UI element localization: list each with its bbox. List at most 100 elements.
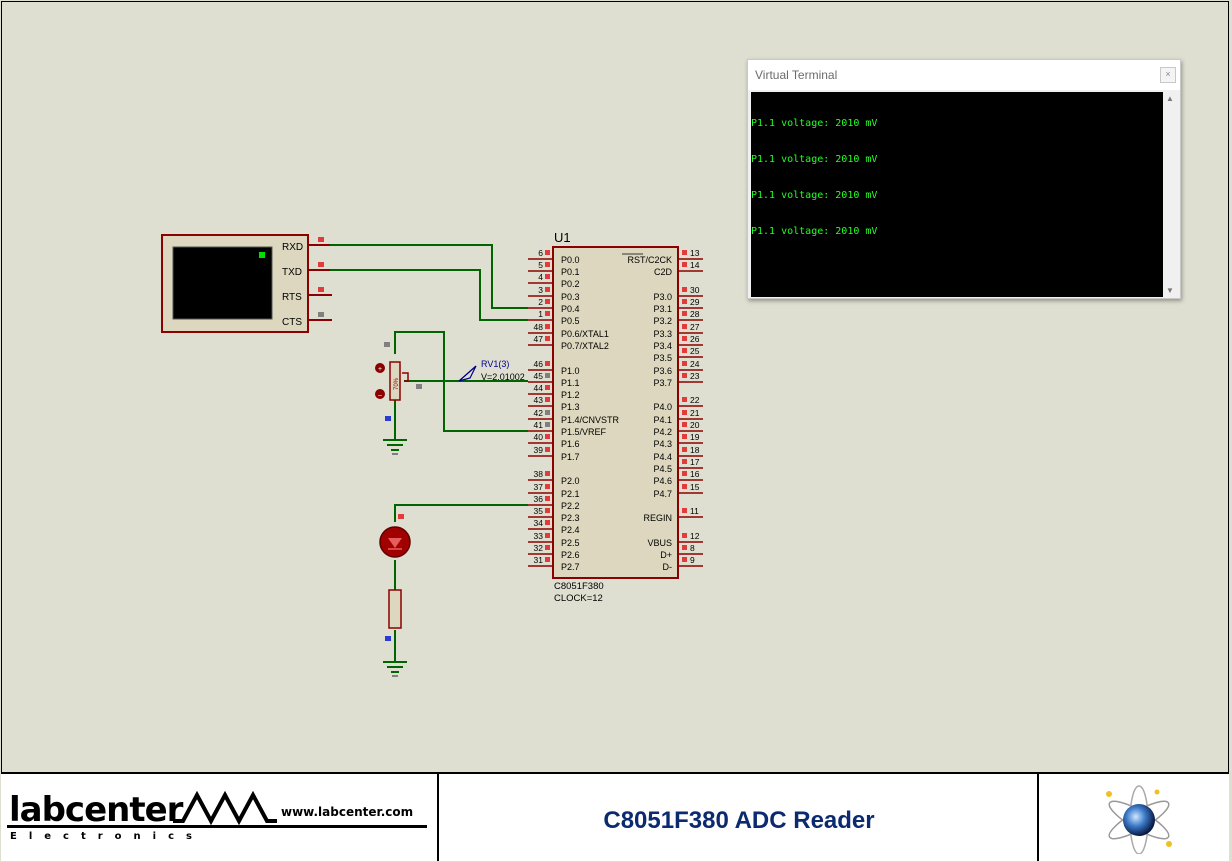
scroll-down-icon[interactable]: ▼ [1166,286,1174,295]
pin-number: 26 [690,334,700,344]
pin-number: 38 [534,469,544,479]
chip-pin-p0-5[interactable]: 1P0.5 [528,309,580,326]
chip-pin-p0-1[interactable]: 5P0.1 [528,260,580,277]
ground-dots [392,453,398,677]
pot-ref: RV1(3) [481,359,509,369]
led-d1[interactable] [379,514,411,558]
schematic-drawing[interactable]: RXD TXD RTS CTS U1 C8051F380 CLOCK=12 6P… [0,0,1232,772]
title-block: labcenter www.labcenter.com Electronics … [1,772,1229,861]
pin-label: REGIN [643,513,672,523]
pot-percent: 70% [394,377,400,390]
chip-pin-p0-2[interactable]: 4P0.2 [528,272,580,289]
virtual-terminal-device[interactable]: RXD TXD RTS CTS [161,234,332,333]
potentiometer-rv1[interactable]: 70% + – RV1(3) V=2.01002 [375,342,525,421]
vt-title-bar[interactable]: Virtual Terminal × [748,60,1180,90]
pin-number: 25 [690,346,700,356]
pin-number: 6 [538,248,543,258]
vt-line: P1.1 voltage: 2010 mV [751,190,878,201]
scroll-up-icon[interactable]: ▲ [1166,94,1174,103]
pin-number: 5 [538,260,543,270]
pin-number: 27 [690,322,700,332]
pin-number: 13 [690,248,700,258]
pin-label: P3.5 [653,353,672,363]
pin-number: 40 [534,432,544,442]
pin-number: 24 [690,359,700,369]
logo-wave-icon [173,791,277,826]
pin-number: 42 [534,408,544,418]
pin-number: 3 [538,285,543,295]
labcenter-logo: labcenter www.labcenter.com Electronics [7,791,435,847]
pin-label: P3.0 [653,292,672,302]
pin-label: RST/C2CK [627,255,672,265]
pin-number: 28 [690,309,700,319]
pin-number: 12 [690,531,700,541]
chip-pin-p0-4[interactable]: 2P0.4 [528,297,580,314]
chip-pin-p0-3[interactable]: 3P0.3 [528,285,580,302]
pin-label: P4.4 [653,452,672,462]
virtual-terminal-window[interactable]: Virtual Terminal × P1.1 voltage: 2010 mV… [747,59,1181,299]
wires [330,244,528,662]
vt-title: Virtual Terminal [755,68,838,82]
pin-label: P0.3 [561,292,580,302]
chip-pin-p0-0[interactable]: 6P0.0 [528,248,580,265]
terminal-pin-rts: RTS [282,292,302,303]
chip-pin-d-[interactable]: 9D- [663,555,704,572]
resistor-r1[interactable] [385,589,402,641]
pin-number: 43 [534,395,544,405]
chip-pin-d-[interactable]: 8D+ [660,543,703,560]
pin-number: 45 [534,371,544,381]
close-icon[interactable]: × [1160,67,1176,83]
pin-label: P0.0 [561,255,580,265]
pin-number: 17 [690,457,700,467]
pin-number: 35 [534,506,544,516]
ground-symbols [383,439,407,673]
project-title: C8051F380 ADC Reader [603,807,875,834]
pin-label: P1.6 [561,439,580,449]
chip-part: C8051F380 [554,581,604,592]
vt-scrollbar[interactable]: ▲ ▼ [1163,92,1178,297]
chip-u1[interactable]: U1 C8051F380 CLOCK=12 6P0.05P0.14P0.23P0… [528,230,703,604]
vt-screen[interactable]: P1.1 voltage: 2010 mV P1.1 voltage: 2010… [751,92,1163,297]
pin-number: 16 [690,469,700,479]
